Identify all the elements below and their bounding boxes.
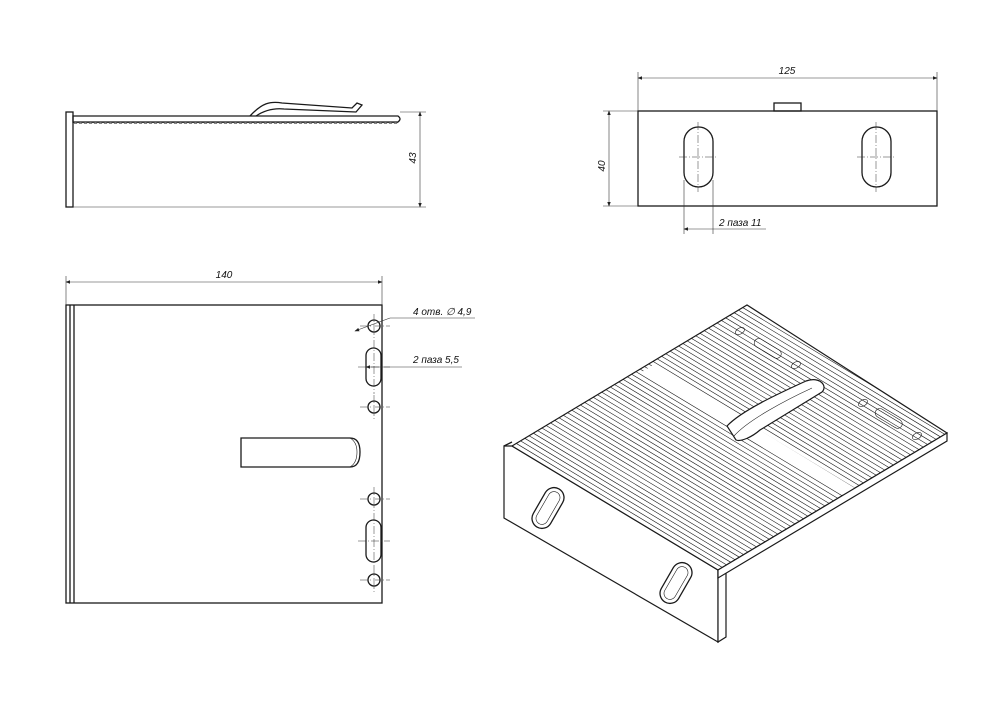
plate-rib [516,443,723,568]
plate-rib [618,381,825,507]
slot-label-top: 2 паза 5,5 [412,355,459,366]
plate-rib [550,422,757,548]
plate-rib [597,394,804,519]
plate-rib [593,397,800,522]
plate-rib [584,402,791,527]
side-view: 43 [65,101,426,208]
plate-rib [610,386,817,512]
plate-rib [614,384,821,509]
plate-rib [541,427,749,553]
plate-rib [605,389,813,514]
plate-rib [575,407,783,532]
plate-rib [520,440,727,566]
plate-rib [627,376,834,502]
hole-label-top: 4 отв. ∅ 4,9 [413,307,472,318]
dim-label-140: 140 [216,270,233,281]
plate-rib [537,430,744,555]
isometric-view [503,304,949,644]
plate-rib [729,314,937,440]
plate-rib [567,412,774,537]
plate-rib [528,435,736,561]
plate-rib [524,438,731,563]
plate-rib [622,379,830,504]
front-view: 125 40 2 паза 11 [597,66,938,234]
plate-rib [721,320,928,445]
dim-label-43: 43 [408,152,419,164]
plate-rib [546,425,753,550]
plate-rib [533,432,740,558]
dim-label-125: 125 [779,66,796,77]
slot-label-front: 2 паза 11 [718,218,761,229]
plate-rib [571,409,778,535]
plate-rib [601,391,808,517]
dim-label-40: 40 [597,160,608,172]
plate-rib [554,420,761,545]
plate-rib [734,312,941,437]
plate-rib [588,399,796,525]
plate-rib [738,309,945,435]
plate-rib [558,417,766,543]
plate-rib [563,414,770,540]
plate-rib [580,404,787,530]
top-view: 140 4 отв. ∅ 4,9 2 паза 5,5 [65,270,475,604]
